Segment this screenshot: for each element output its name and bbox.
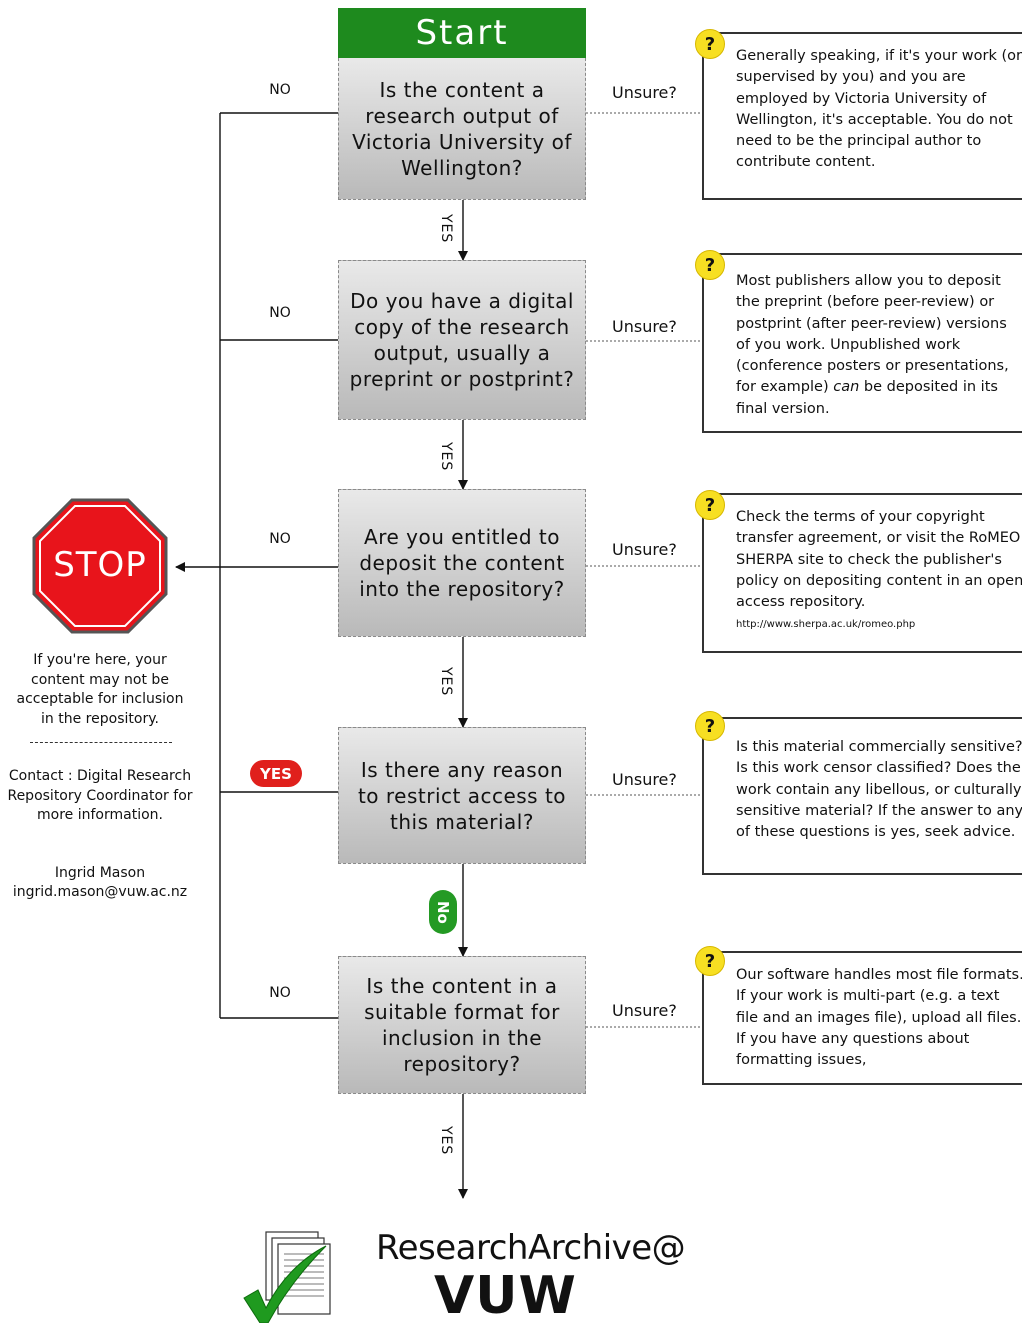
no-pill-text: No — [434, 900, 452, 924]
yes-pill-badge: YES — [250, 760, 302, 787]
yes-label-5: YES — [438, 1126, 454, 1156]
stop-message: If you're here, your content may not be … — [16, 652, 184, 727]
dashed-divider — [30, 742, 172, 743]
hint-box-3: Check the terms of your copyright transf… — [702, 493, 1022, 653]
question-mark-icon: ? — [695, 946, 725, 976]
question-1-text: Is the content a research output of Vict… — [352, 77, 572, 180]
hint-box-2: Most publishers allow you to deposit the… — [702, 253, 1022, 433]
unsure-label-2: Unsure? — [612, 317, 677, 336]
question-mark-icon: ? — [695, 490, 725, 520]
contact-name: Ingrid Mason — [54, 865, 146, 881]
question-3-text: Are you entitled to deposit the content … — [359, 525, 565, 601]
hint-1-text: Generally speaking, if it's your work (o… — [736, 48, 1022, 171]
yes-label-2: YES — [438, 442, 454, 472]
question-box-1: Is the content a research output of Vict… — [338, 58, 586, 200]
question-4-text: Is there any reason to restrict access t… — [357, 757, 567, 834]
hint-5-text: Our software handles most file formats. … — [736, 967, 1022, 1069]
question-mark-icon: ? — [695, 250, 725, 280]
question-box-5: Is the content in a suitable format for … — [338, 956, 586, 1094]
hint-box-4: Is this material commercially sensitive?… — [702, 717, 1022, 875]
contact-email[interactable]: ingrid.mason@vuw.ac.nz — [12, 884, 188, 900]
no-label-1: NO — [269, 82, 291, 98]
hint-2-text-pre: Most publishers allow you to deposit the… — [736, 273, 1009, 396]
question-2-text: Do you have a digital copy of the resear… — [349, 289, 575, 391]
contact-text: Contact : Digital Research Repository Co… — [7, 768, 193, 823]
question-box-3: Are you entitled to deposit the content … — [338, 489, 586, 637]
question-box-2: Do you have a digital copy of the resear… — [338, 260, 586, 420]
start-header: Start — [338, 8, 586, 58]
document-check-icon — [243, 1231, 331, 1323]
logo-line-2: VUW — [434, 1266, 577, 1326]
romeo-url[interactable]: http://www.sherpa.ac.uk/romeo.php — [736, 619, 916, 631]
question-5-text: Is the content in a suitable format for … — [364, 974, 560, 1076]
yes-label-3: YES — [438, 667, 454, 697]
logo-line-1: ResearchArchive@ — [376, 1228, 686, 1268]
hint-box-5: Our software handles most file formats. … — [702, 951, 1022, 1085]
stop-sign — [32, 498, 168, 634]
no-label-3: NO — [269, 531, 291, 547]
question-mark-icon: ? — [695, 29, 725, 59]
yes-label-1: YES — [438, 214, 454, 244]
unsure-label-3: Unsure? — [612, 540, 677, 559]
hint-box-1: Generally speaking, if it's your work (o… — [702, 32, 1022, 200]
hint-4-text: Is this material commercially sensitive?… — [736, 739, 1022, 841]
no-pill-badge: No — [429, 890, 457, 934]
question-mark-icon: ? — [695, 711, 725, 741]
hint-2-text-emphasis: can — [833, 379, 860, 396]
hint-2-text-post: be deposited in its final version. — [736, 379, 998, 417]
unsure-label-5: Unsure? — [612, 1001, 677, 1020]
stop-sign-label: STOP — [53, 545, 147, 585]
no-label-5: NO — [269, 985, 291, 1001]
unsure-label-1: Unsure? — [612, 83, 677, 102]
no-label-2: NO — [269, 305, 291, 321]
hint-3-text: Check the terms of your copyright transf… — [736, 509, 1022, 611]
question-box-4: Is there any reason to restrict access t… — [338, 727, 586, 864]
unsure-label-4: Unsure? — [612, 770, 677, 789]
